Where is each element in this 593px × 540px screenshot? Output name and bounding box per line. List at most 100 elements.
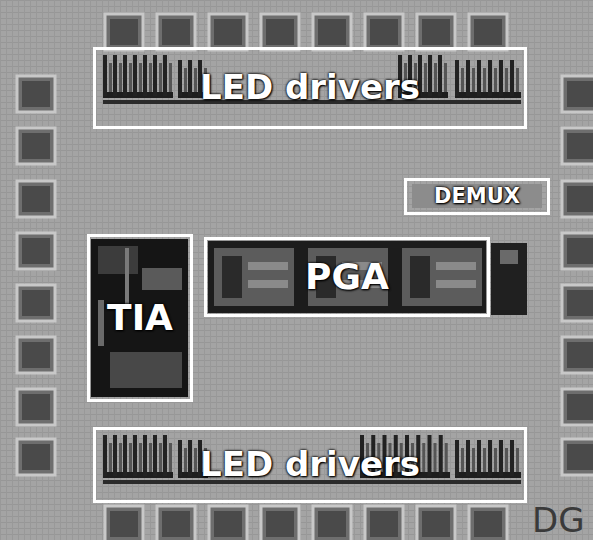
pad-frame (417, 14, 455, 50)
circuit-feature (438, 55, 442, 96)
circuit-feature (472, 68, 475, 92)
circuit-feature (169, 63, 172, 92)
pad-frame (209, 14, 247, 50)
circuit-feature (439, 435, 443, 476)
circuit-feature (436, 280, 476, 288)
pad-metal (567, 133, 593, 159)
pad-frame (562, 128, 593, 164)
circuit-feature (466, 60, 470, 96)
circuit-feature (119, 63, 122, 92)
pad-frame (105, 14, 143, 50)
circuit-feature (434, 443, 437, 472)
circuit-feature (142, 268, 182, 290)
pad-metal (22, 444, 50, 470)
bond-pad (17, 389, 55, 425)
pad-metal (370, 19, 398, 45)
circuit-feature (488, 60, 492, 96)
block-label: LED drivers (200, 446, 420, 483)
pad-frame (365, 506, 403, 540)
circuit-feature (410, 256, 430, 298)
bond-pad (17, 233, 55, 269)
circuit-feature (428, 435, 432, 476)
pad-metal (422, 511, 450, 537)
bond-pad (469, 14, 507, 50)
block-outline: LED drivers (93, 427, 527, 503)
bond-pad (365, 506, 403, 540)
pad-metal (162, 511, 190, 537)
bond-pad (17, 337, 55, 373)
pad-frame (17, 337, 55, 373)
pad-metal (318, 511, 346, 537)
pad-frame (562, 337, 593, 373)
circuit-feature (516, 448, 519, 472)
pad-frame (562, 233, 593, 269)
pad-frame (17, 181, 55, 217)
pad-metal (567, 342, 593, 368)
pad-frame (313, 506, 351, 540)
bond-pad (17, 128, 55, 164)
bond-pad (417, 14, 455, 50)
circuit-feature (402, 248, 482, 306)
pad-frame (469, 14, 507, 50)
circuit-feature (178, 440, 182, 476)
pad-metal (162, 19, 190, 45)
circuit-feature (444, 63, 447, 92)
circuit-feature (133, 435, 137, 476)
bond-pad (562, 233, 593, 269)
circuit-feature (436, 262, 476, 270)
block-label: TIA (107, 298, 173, 338)
pad-frame (17, 128, 55, 164)
circuit-feature (188, 440, 192, 476)
circuit-feature (499, 440, 503, 476)
circuit-feature (149, 443, 152, 472)
block-outline: PGA (204, 237, 490, 317)
circuit-feature (472, 448, 475, 472)
circuit-feature (98, 300, 104, 346)
circuit-feature (184, 68, 187, 92)
circuit-feature (477, 60, 481, 96)
die-marking: DG (532, 503, 585, 537)
bond-pad (313, 506, 351, 540)
circuit-feature (222, 256, 242, 298)
circuit-feature (129, 443, 132, 472)
circuit-feature (428, 55, 432, 96)
circuit-feature (123, 55, 127, 96)
circuit-feature (113, 55, 117, 96)
pad-metal (22, 81, 50, 107)
bond-pad (209, 14, 247, 50)
circuit-feature (510, 440, 514, 476)
bond-pad (17, 439, 55, 475)
circuit-feature (461, 68, 464, 92)
circuit-feature (184, 448, 187, 472)
circuit-feature (110, 352, 182, 388)
bond-pad (562, 337, 593, 373)
pad-metal (110, 19, 138, 45)
circuit-feature (194, 68, 197, 92)
pad-frame (562, 389, 593, 425)
bond-pad (562, 128, 593, 164)
circuit-feature (505, 448, 508, 472)
pad-metal (214, 19, 242, 45)
pad-metal (567, 238, 593, 264)
pad-metal (22, 133, 50, 159)
pad-metal (567, 81, 593, 107)
bond-pad (562, 181, 593, 217)
pad-frame (17, 389, 55, 425)
bond-pad (105, 506, 143, 540)
bond-pad (417, 506, 455, 540)
circuit-feature (123, 435, 127, 476)
circuit-feature (445, 443, 448, 472)
pad-frame (261, 14, 299, 50)
circuit-feature (500, 250, 518, 264)
block-outline: LED drivers (93, 47, 527, 129)
circuit-feature (91, 239, 188, 397)
circuit-feature (149, 63, 152, 92)
circuit-feature (109, 443, 112, 472)
circuit-feature (461, 448, 464, 472)
pad-frame (17, 76, 55, 112)
circuit-feature (488, 440, 492, 476)
pad-metal (22, 342, 50, 368)
circuit-feature (208, 241, 486, 313)
bond-pad (469, 506, 507, 540)
circuit-feature (248, 280, 288, 288)
